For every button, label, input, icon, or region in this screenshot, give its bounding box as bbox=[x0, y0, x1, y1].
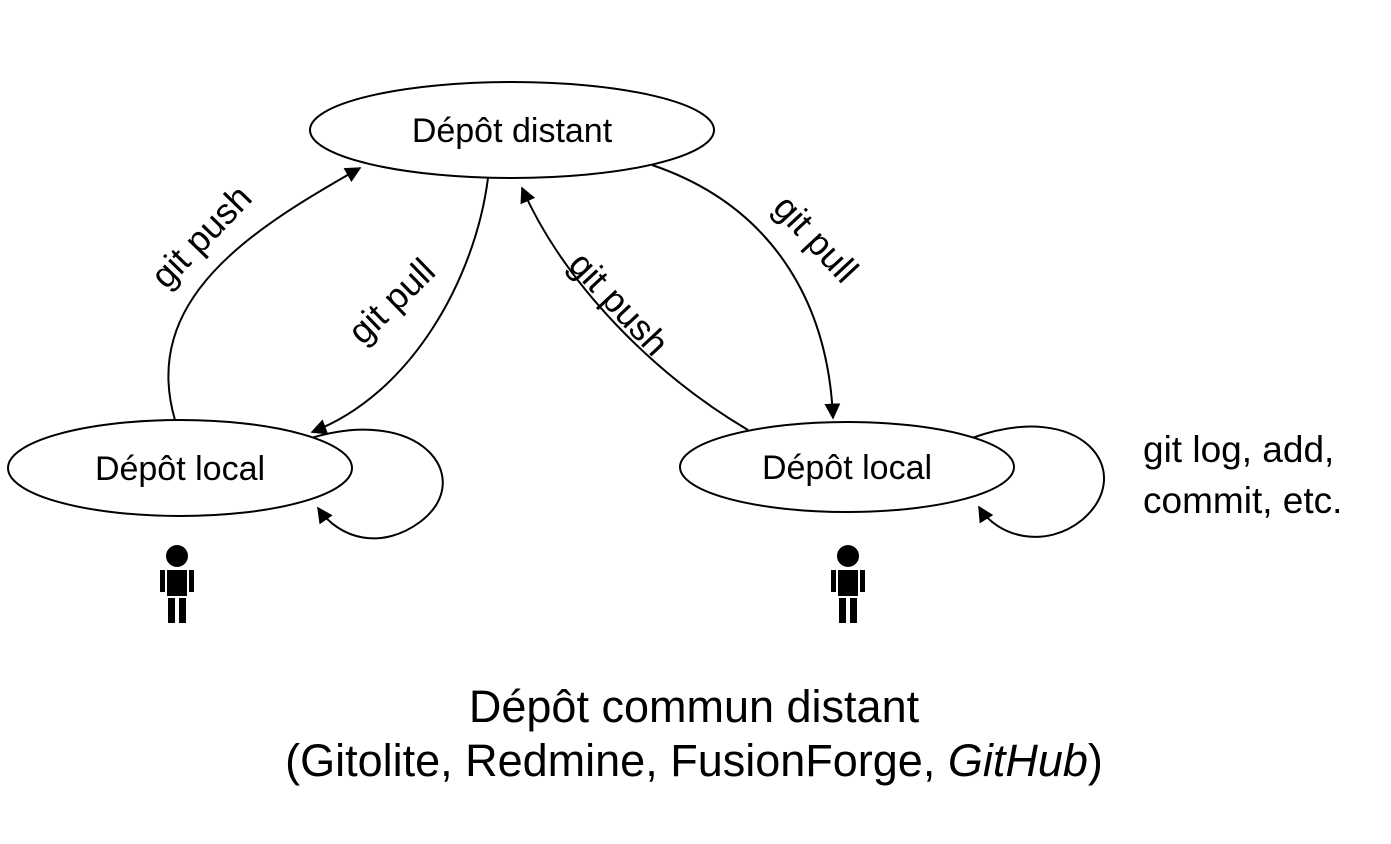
self-loop-label: git log, add, commit, etc. bbox=[1143, 429, 1342, 521]
local-repo-right-node: Dépôt local bbox=[679, 421, 1015, 513]
caption-line1: Dépôt commun distant bbox=[469, 681, 920, 732]
user-icon-right bbox=[831, 545, 865, 623]
self-loop-label-line1: git log, add, bbox=[1143, 429, 1334, 470]
local-repo-left-label: Dépôt local bbox=[95, 450, 265, 488]
git-pull-right-edge bbox=[651, 164, 841, 420]
caption: Dépôt commun distant (Gitolite, Redmine,… bbox=[285, 681, 1103, 786]
local-repo-right-label: Dépôt local bbox=[762, 449, 932, 487]
remote-repo-node: Dépôt distant bbox=[309, 81, 715, 179]
git-push-left-edge-label: git push bbox=[142, 177, 259, 296]
self-loop-left-edge bbox=[304, 428, 444, 540]
remote-repo-label: Dépôt distant bbox=[412, 112, 613, 150]
git-pull-right-edge-label: git pull bbox=[766, 186, 867, 290]
git-pull-left-edge bbox=[310, 177, 489, 435]
self-loop-right-edge bbox=[971, 425, 1105, 538]
caption-line2-italic: GitHub bbox=[948, 735, 1088, 786]
git-push-left-edge bbox=[167, 167, 362, 421]
user-icon-left bbox=[160, 545, 194, 623]
local-repo-left-node: Dépôt local bbox=[7, 419, 353, 517]
caption-line2: (Gitolite, Redmine, FusionForge, GitHub) bbox=[285, 735, 1103, 786]
self-loop-label-line2: commit, etc. bbox=[1143, 480, 1342, 521]
caption-line2-suffix: ) bbox=[1088, 735, 1103, 786]
caption-line2-prefix: (Gitolite, Redmine, FusionForge, bbox=[285, 735, 948, 786]
git-push-right-edge-label: git push bbox=[561, 243, 677, 363]
git-push-right-edge bbox=[520, 186, 749, 431]
